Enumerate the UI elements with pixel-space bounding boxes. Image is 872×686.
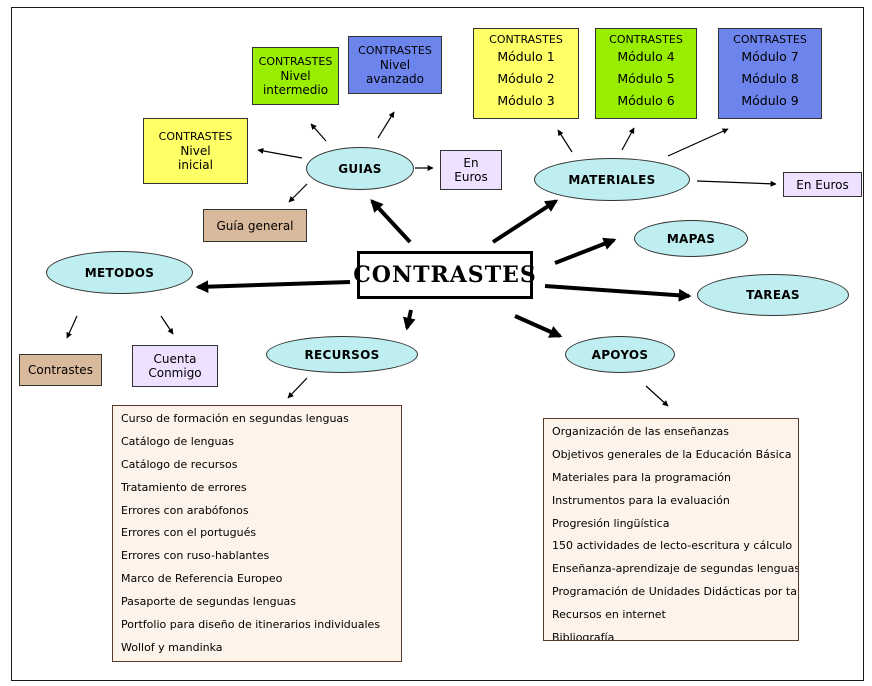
box-modulo-2: Módulo 2 [497,71,555,86]
box-cuenta-conmigo-line2: Conmigo [148,366,202,380]
box-nivel-inicial-line2: Nivel [180,144,211,158]
box-modulos-7-9-title: CONTRASTES [733,33,807,46]
node-apoyos-label: APOYOS [591,347,649,362]
box-nivel-avanzado-line2: Nivel [379,58,411,72]
list-item: Pasaporte de segundas lenguas [121,595,297,609]
box-modulos-4-6-title: CONTRASTES [609,33,683,46]
arrow-center-mapas [554,237,617,265]
box-modulo-4: Módulo 4 [617,49,675,64]
arrow-guias-intermedio [310,123,327,142]
box-cuenta-conmigo: Cuenta Conmigo [132,345,218,387]
box-materiales-en-euros: En Euros [783,172,862,197]
list-item: Errores con arabófonos [121,503,249,517]
list-item: Wollof y mandinka [121,640,223,654]
arrow-center-tareas [544,284,692,302]
box-nivel-inicial-line1: CONTRASTES [158,130,233,143]
list-item: Objetivos generales de la Educación Bási… [552,447,792,461]
central-title-contrastes: CONTRASTES [353,251,536,299]
box-nivel-intermedio-line1: CONTRASTES [258,55,333,68]
box-guias-en-euros-line1: En [463,156,479,170]
arrow-metodos-cuenta [160,315,174,335]
box-guia-general-label: Guía general [216,218,294,233]
box-modulo-1: Módulo 1 [497,49,555,64]
list-item: Programación de Unidades Didácticas por … [552,585,799,599]
box-nivel-intermedio: CONTRASTES Nivel intermedio [252,47,339,105]
arrow-center-materiales [491,199,559,244]
box-modulos-1-3-title: CONTRASTES [489,33,563,46]
box-metodos-contrastes: Contrastes [19,354,102,386]
arrow-guias-avanzado [377,111,395,139]
arrow-center-recursos [402,309,416,331]
list-item: Enseñanza-aprendizaje de segundas lengua… [552,562,799,576]
node-recursos-label: RECURSOS [304,347,380,362]
box-nivel-inicial: CONTRASTES Nivel inicial [143,118,248,184]
arrow-apoyos-list [645,385,669,407]
node-materiales-label: MATERIALES [568,172,656,187]
box-modulo-3: Módulo 3 [497,93,555,108]
arrow-materiales-green [621,127,635,151]
list-recursos: Curso de formación en segundas lenguas C… [112,405,402,662]
node-metodos: METODOS [46,251,193,294]
list-item: Curso de formación en segundas lenguas [121,412,349,425]
box-nivel-intermedio-line3: intermedio [262,83,329,97]
list-item: Errores con ruso-hablantes [121,549,270,563]
node-recursos: RECURSOS [266,336,418,373]
diagram-frame [11,7,864,681]
list-item: Organización de las enseñanzas [552,425,729,438]
box-guias-en-euros-line2: Euros [454,170,488,184]
list-item: Recursos en internet [552,608,666,622]
arrow-materiales-yellow [557,129,573,153]
node-guias-label: GUIAS [338,161,382,176]
arrow-recursos-list [287,377,308,399]
box-modulos-1-3: CONTRASTES Módulo 1 Módulo 2 Módulo 3 [473,28,579,119]
box-cuenta-conmigo-line1: Cuenta [153,352,197,366]
list-item: Instrumentos para la evaluación [552,493,730,507]
box-nivel-avanzado-line1: CONTRASTES [358,44,432,57]
list-apoyos: Organización de las enseñanzas Objetivos… [543,418,799,641]
box-modulos-7-9: CONTRASTES Módulo 7 Módulo 8 Módulo 9 [718,28,822,119]
box-guia-general: Guía general [203,209,307,242]
arrow-materiales-blue [667,128,729,157]
list-item: Bibliografía [552,631,615,641]
node-mapas: MAPAS [634,220,748,257]
node-materiales: MATERIALES [534,158,690,201]
node-tareas-label: TAREAS [746,288,800,302]
box-metodos-contrastes-label: Contrastes [28,363,93,377]
box-nivel-avanzado: CONTRASTES Nivel avanzado [348,36,442,94]
list-item: Materiales para la programación [552,470,731,484]
list-item: Errores con el portugués [121,526,257,540]
list-item: 150 actividades de lecto-escritura y cál… [552,539,793,553]
arrow-metodos-contrastes [66,315,78,339]
box-nivel-inicial-line3: inicial [178,158,213,172]
list-item: Progresión lingüística [552,516,670,530]
list-item: Catálogo de recursos [121,457,238,471]
arrow-center-metodos [195,280,351,294]
box-modulo-6: Módulo 6 [617,93,675,108]
central-title-text: CONTRASTES [353,262,537,288]
box-modulo-9: Módulo 9 [741,93,799,108]
box-nivel-intermedio-line2: Nivel [280,69,311,83]
list-item: Tratamiento de errores [121,480,247,494]
box-modulo-7: Módulo 7 [741,49,799,64]
arrow-guias-inicial [257,148,303,159]
box-modulo-8: Módulo 8 [741,71,799,86]
arrow-materiales-euros [696,180,777,187]
node-metodos-label: METODOS [84,265,155,280]
box-nivel-avanzado-line3: avanzado [365,72,425,86]
arrow-guias-general [288,183,308,203]
box-modulos-4-6: CONTRASTES Módulo 4 Módulo 5 Módulo 6 [595,28,697,119]
list-item: Catálogo de lenguas [121,434,234,448]
box-materiales-en-euros-label: En Euros [796,177,849,192]
box-guias-en-euros: En Euros [440,150,502,190]
list-item: Portfolio para diseño de itinerarios ind… [121,618,381,632]
arrow-center-apoyos [514,314,563,338]
node-apoyos: APOYOS [565,336,675,373]
arrow-center-guias [370,199,412,244]
node-mapas-label: MAPAS [666,231,716,246]
node-tareas: TAREAS [697,274,849,316]
node-guias: GUIAS [306,147,414,190]
list-item: Marco de Referencia Europeo [121,572,283,586]
box-modulo-5: Módulo 5 [617,71,675,86]
